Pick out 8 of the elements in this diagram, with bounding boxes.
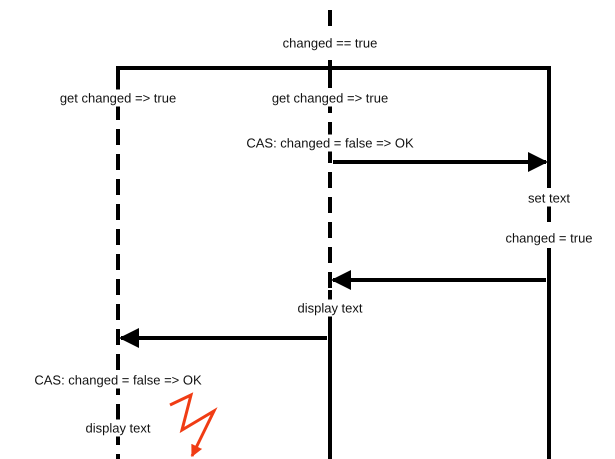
arrow xyxy=(331,270,546,290)
arrow xyxy=(333,152,548,172)
arrow xyxy=(119,328,327,348)
step-label: get changed => true xyxy=(58,90,178,106)
step-label: CAS: changed = false => OK xyxy=(244,134,416,152)
step-label: display text xyxy=(295,300,365,316)
step-label: display text xyxy=(83,420,153,436)
step-label: changed == true xyxy=(280,34,380,52)
